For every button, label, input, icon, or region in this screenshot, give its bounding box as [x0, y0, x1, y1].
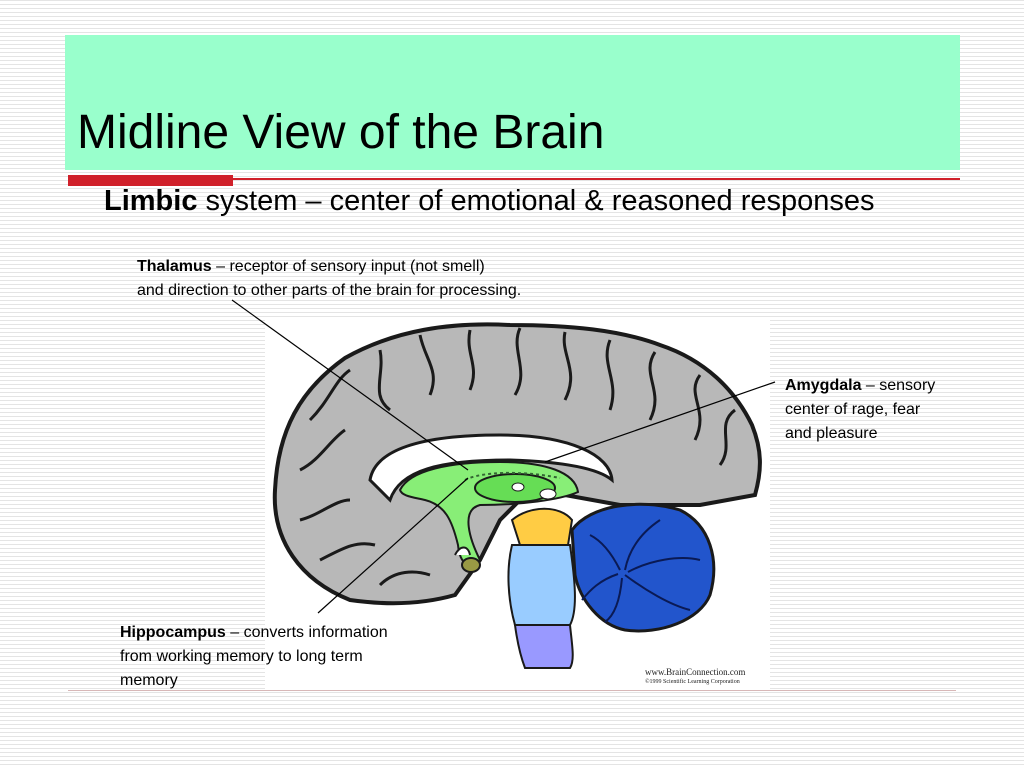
amygdala-desc-1: – sensory — [861, 377, 936, 394]
amygdala-pointer — [544, 381, 776, 463]
slide-title: Midline View of the Brain — [77, 106, 605, 159]
amygdala-desc-2: center of rage, fear — [785, 401, 921, 418]
subtitle-text: system – center of emotional & reasoned … — [197, 185, 875, 217]
hippocampus-term: Hippocampus — [120, 624, 226, 641]
hippocampus-desc-2: from working memory to long term — [120, 648, 363, 665]
title-box: Midline View of the Brain — [65, 35, 960, 170]
credit-copyright: ©1999 Scientific Learning Corporation — [645, 679, 740, 685]
pons — [507, 544, 576, 626]
amygdala-desc-3: and pleasure — [785, 425, 878, 442]
fornix — [464, 471, 561, 481]
midbrain — [510, 507, 574, 546]
thalamus-term: Thalamus — [137, 258, 212, 275]
thalamus-label: Thalamus – receptor of sensory input (no… — [137, 255, 657, 303]
title-accent-bar — [68, 175, 233, 186]
subtitle-term: Limbic — [104, 185, 198, 217]
cerebellum — [570, 502, 716, 633]
hippocampus-label: Hippocampus – converts information from … — [120, 621, 475, 693]
hippocampus-desc-3: memory — [120, 672, 178, 689]
corpus-callosum — [368, 433, 614, 503]
thalamus-nucleus — [511, 482, 525, 492]
cortex-sulci — [299, 327, 736, 587]
thalamus-desc-1: – receptor of sensory input (not smell) — [211, 258, 485, 275]
hippocampus-region — [461, 557, 481, 573]
hippocampus-pointer — [317, 477, 469, 614]
medulla — [513, 624, 574, 669]
thalamus-pointer — [231, 299, 469, 471]
cerebellum-folia — [581, 519, 701, 623]
amygdala-label: Amygdala – sensory center of rage, fear … — [785, 374, 1000, 446]
hippocampus-desc-1: – converts information — [225, 624, 388, 641]
thalamus-desc-2: and direction to other parts of the brai… — [137, 282, 522, 299]
mammillary-body — [539, 488, 557, 500]
image-credit: www.BrainConnection.com ©1999 Scientific… — [645, 667, 745, 687]
bottom-divider — [68, 690, 956, 691]
amygdala-term: Amygdala — [785, 377, 862, 394]
title-accent-line — [233, 178, 960, 180]
slide-subtitle: Limbic system – center of emotional & re… — [104, 185, 875, 218]
credit-site: www.BrainConnection.com — [645, 667, 746, 677]
